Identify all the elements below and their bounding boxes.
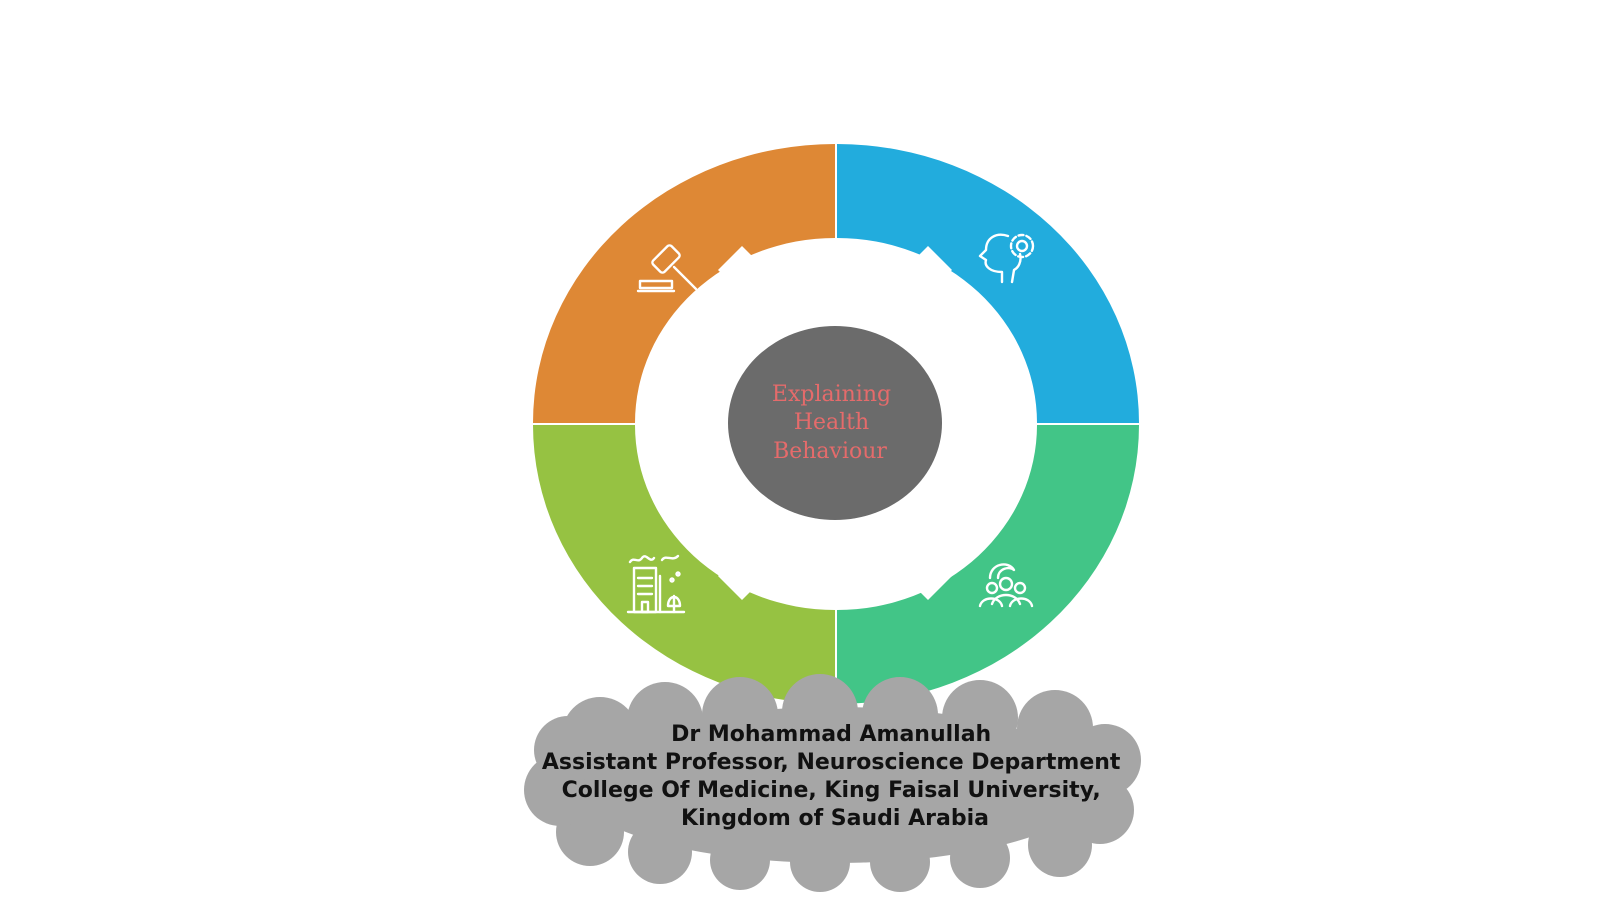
gavel-icon [636,244,698,293]
ring [533,144,1139,704]
segment-bottom-left [533,425,835,704]
caption-line-2: Assistant Professor, Neuroscience Depart… [542,750,1121,775]
arrow-bottom-right [880,490,970,600]
community-icon [978,563,1034,608]
arrow-top-left [700,246,790,356]
arrows [700,246,970,600]
center-title-line-1: Explaining [772,382,891,407]
segment-top-left [533,144,835,423]
center-title-line-3: Behaviour [773,439,887,464]
caption-cloud [524,674,1141,892]
segment-bottom-right [837,425,1139,704]
caption-line-3: College Of Medicine, King Faisal Univers… [562,778,1101,803]
head-gear-icon [978,233,1035,284]
center-title-line-2: Health [794,410,869,435]
caption-line-4: Kingdom of Saudi Arabia [681,806,989,831]
center-title: Explaining Health Behaviour [772,382,898,464]
center-circle [728,326,942,520]
segment-top-right [837,144,1139,423]
arrow-bottom-left [700,490,790,600]
caption: Dr Mohammad Amanullah Assistant Professo… [542,722,1128,831]
city-environment-icon [626,554,686,614]
caption-line-1: Dr Mohammad Amanullah [671,722,991,747]
arrow-top-right [880,246,970,356]
